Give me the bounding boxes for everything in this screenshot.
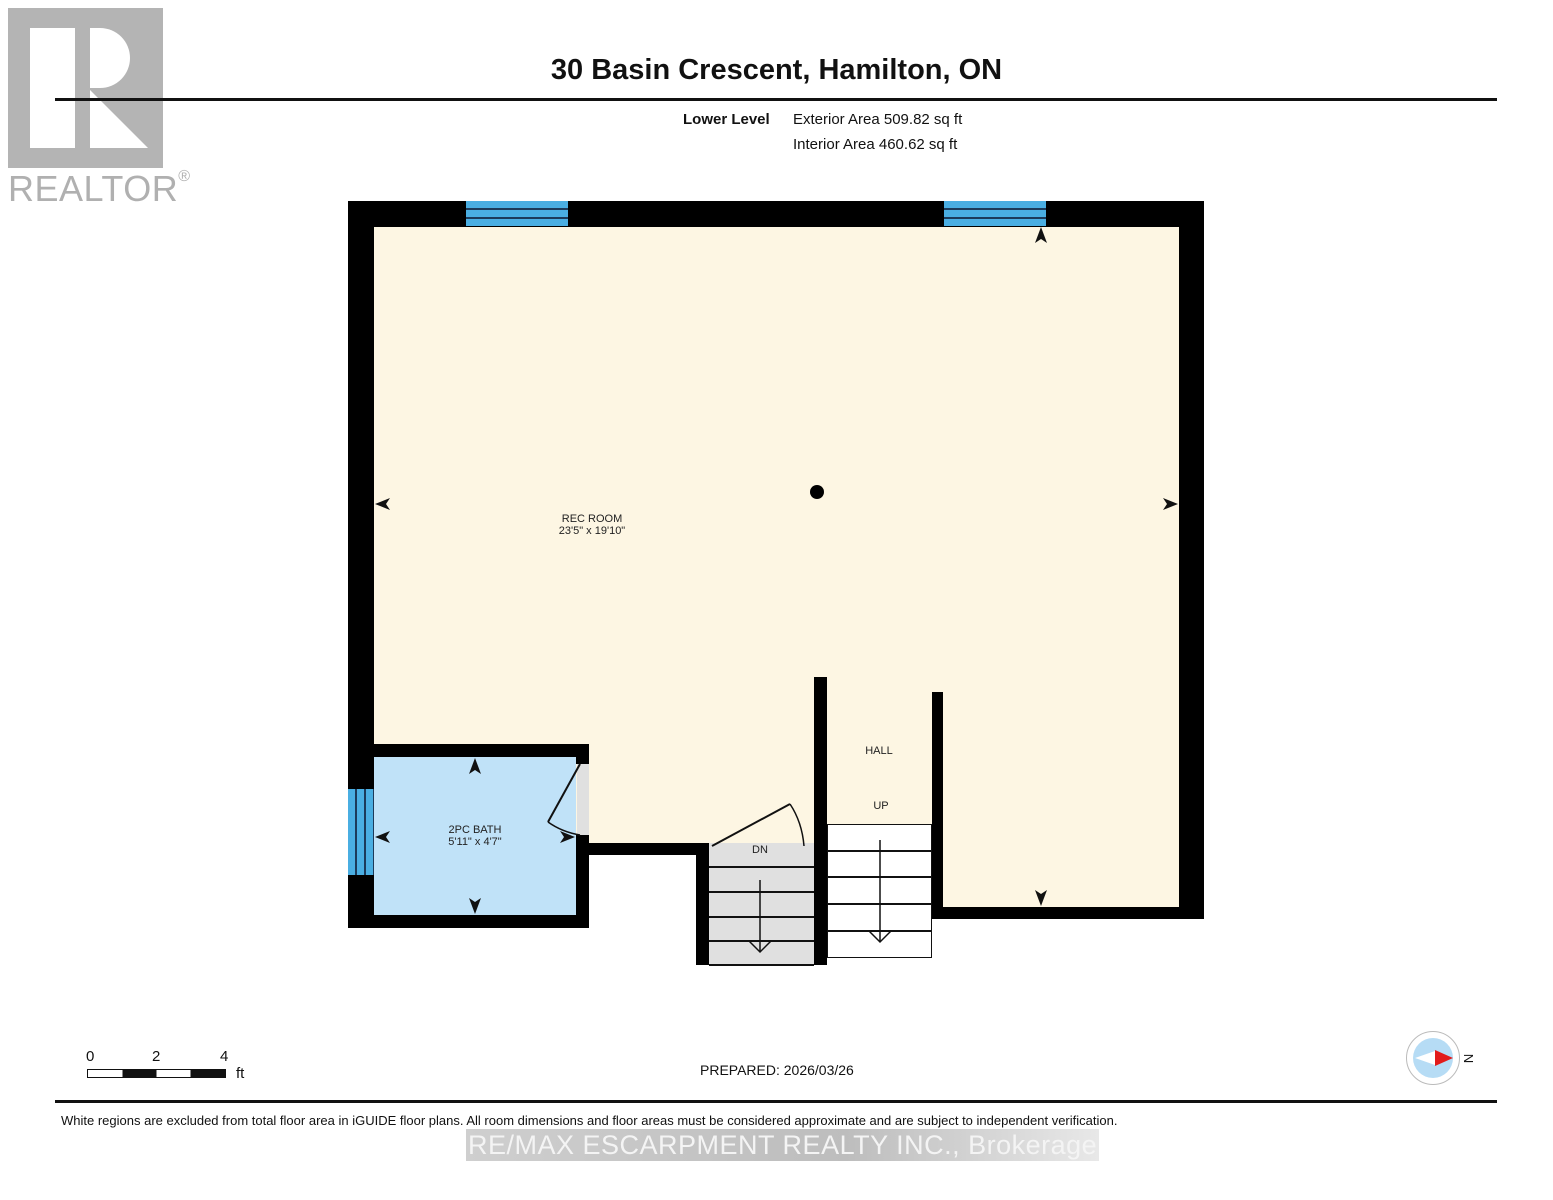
dimension-arrow-down-icon <box>1035 890 1047 906</box>
bath-arrow-up-icon <box>469 758 481 774</box>
level-label: Lower Level <box>683 111 770 128</box>
bath-arrow-left-icon <box>375 831 390 843</box>
dimension-arrow-left-icon <box>375 498 390 510</box>
floor-plan: DN HALL UP REC ROOM 23'5" x 19'10" 2PC B… <box>348 201 1204 966</box>
hall-area <box>826 700 936 824</box>
stair-tread <box>709 916 814 918</box>
wall-hall-right <box>932 692 943 919</box>
bath-label: 2PC BATH 5'11" x 4'7" <box>415 824 535 848</box>
window-bath <box>348 789 374 875</box>
compass-icon <box>1406 1031 1460 1085</box>
wall-bath-right-lower <box>576 835 589 928</box>
stair-tread <box>709 940 814 942</box>
window-top-right <box>944 201 1046 226</box>
bath-door-opening <box>577 764 589 835</box>
bath-area <box>374 757 576 915</box>
brokerage-watermark: RE/MAX ESCARPMENT REALTY INC., Brokerage <box>466 1129 1100 1161</box>
stair-tread <box>709 891 814 893</box>
bath-name: 2PC BATH <box>448 824 502 836</box>
rec-room-name: REC ROOM <box>561 513 623 525</box>
scale-bar-graphic <box>87 1069 226 1078</box>
wall-bottom-right <box>932 907 1204 919</box>
wall-bath-right-upper <box>576 744 589 764</box>
bath-arrow-right-icon <box>560 831 575 843</box>
wall-hall-left <box>814 677 827 965</box>
arrow-down-icon <box>748 880 772 954</box>
camera-position-dot <box>810 485 824 499</box>
compass-needle-icon <box>1415 1050 1453 1066</box>
rec-room-label: REC ROOM 23'5" x 19'10" <box>532 513 652 537</box>
scale-unit: ft <box>236 1065 245 1082</box>
realtor-logo-text: REALTOR® <box>8 168 191 209</box>
dimension-arrow-right-icon <box>1163 498 1178 510</box>
page-title: 30 Basin Crescent, Hamilton, ON <box>550 54 1003 86</box>
rec-room-dimensions: 23'5" x 19'10" <box>558 525 626 537</box>
stair-dn-label: DN <box>752 844 768 856</box>
footer-divider <box>55 1100 1497 1103</box>
wall-right <box>1179 201 1204 919</box>
bath-arrow-down-icon <box>469 898 481 914</box>
arrow-up-stair-icon <box>868 840 892 944</box>
bath-door-swing-icon <box>547 763 581 836</box>
rec-room-area-right <box>940 700 1180 908</box>
hall-label: HALL <box>865 745 893 757</box>
title-divider <box>55 98 1497 101</box>
stair-tread <box>709 964 814 966</box>
realtor-r-icon <box>30 28 75 148</box>
disclaimer-text: White regions are excluded from total fl… <box>61 1113 1118 1128</box>
wall-lower-middle <box>589 843 709 855</box>
scale-tick-0: 0 <box>86 1048 95 1065</box>
stair-door-swing-icon <box>711 803 805 847</box>
scale-bar: 0 2 4 ft <box>86 1048 256 1088</box>
prepared-date: PREPARED: 2026/03/26 <box>700 1062 854 1078</box>
stair-up-label: UP <box>873 800 889 812</box>
interior-area: Interior Area 460.62 sq ft <box>793 136 958 153</box>
exterior-area: Exterior Area 509.82 sq ft <box>793 111 963 128</box>
wall-stair-dn-left <box>696 843 709 965</box>
stair-tread <box>709 866 814 868</box>
wall-bath-top <box>374 744 589 757</box>
scale-tick-2: 2 <box>152 1048 161 1065</box>
scale-tick-4: 4 <box>220 1048 229 1065</box>
bath-dimensions: 5'11" x 4'7" <box>448 836 502 848</box>
compass-north-label: N <box>1461 1053 1477 1064</box>
wall-bath-bottom <box>348 915 589 928</box>
dimension-arrow-up-icon <box>1035 227 1047 243</box>
window-top-left <box>466 201 568 226</box>
stair-down <box>709 843 814 965</box>
